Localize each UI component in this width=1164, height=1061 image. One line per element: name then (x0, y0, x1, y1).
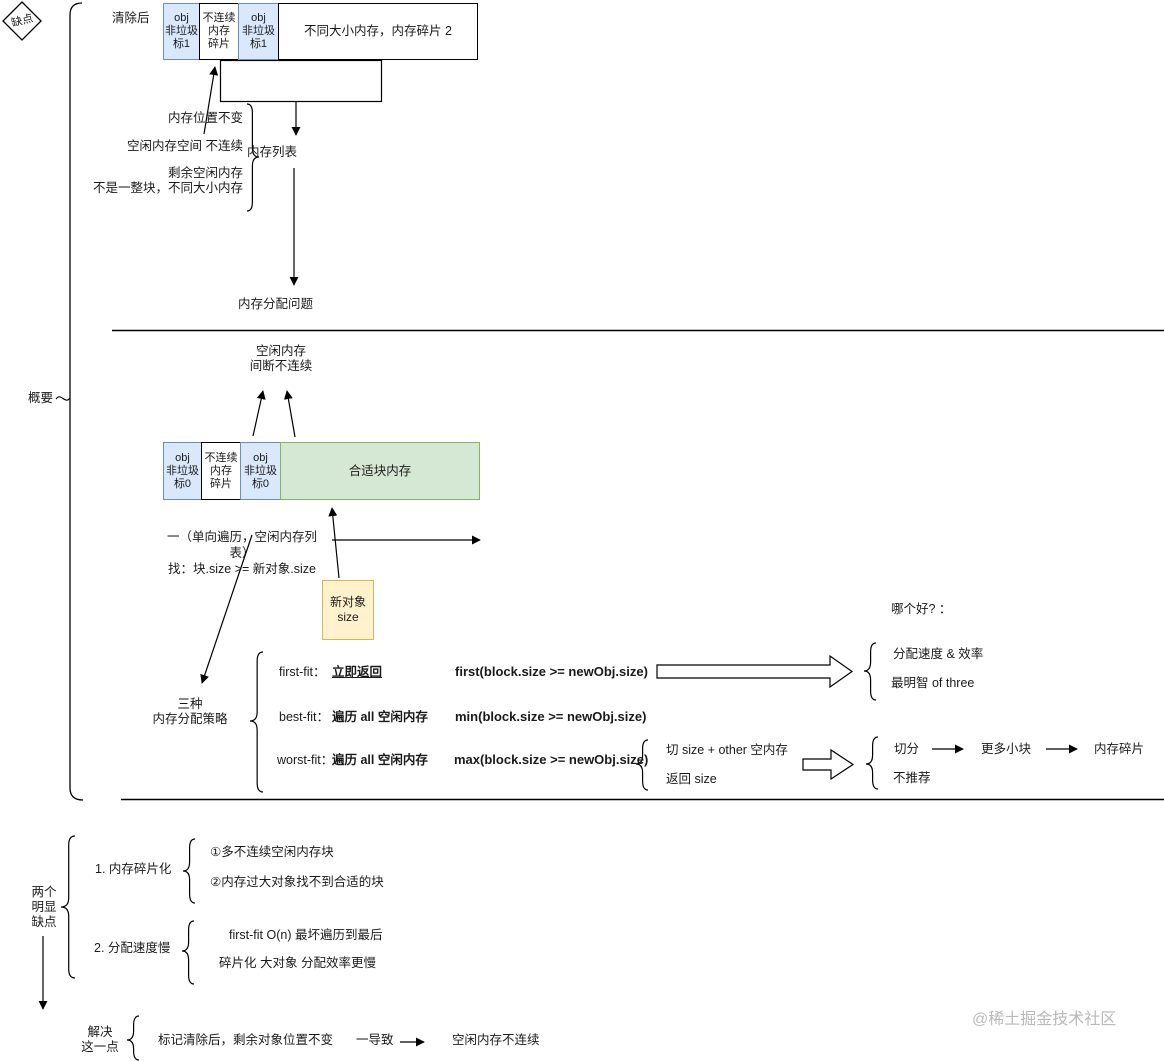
after-sweep-label: 清除后 (112, 11, 150, 25)
slow-alloc-point-2: 碎片化 大对象 分配效率更慢 (219, 956, 376, 970)
which-better-label: 哪个好? ： (891, 602, 952, 616)
note-position-unchanged: 内存位置不变 (167, 111, 243, 125)
memory-list-label: 内存列表 (247, 145, 298, 159)
chain-verdict: 不推荐 (893, 771, 931, 785)
slow-alloc-point-1: first-fit O(n) 最坏遍历到最后 (229, 928, 383, 942)
obj-block-3: obj 非垃圾 标0 (163, 442, 202, 500)
brace-firstfit-pros (863, 642, 877, 701)
solve-label: 解决 这一点 (81, 1025, 119, 1054)
bestfit-name: best-fit： (279, 710, 330, 724)
brace-fragmentation (182, 838, 196, 904)
memory-row-middle: obj 非垃圾 标0 不连续 内存 碎片 obj 非垃圾 标0 合适块内存 (163, 442, 480, 500)
arrow-newobject-to-fit-block (328, 507, 340, 579)
arrow-note-to-frag-block (203, 66, 219, 135)
obj-block-4: obj 非垃圾 标0 (240, 442, 281, 500)
arrow-frag-to-free-note (252, 390, 266, 437)
brace-notes (246, 103, 260, 212)
brace-solve (126, 1015, 140, 1061)
firstfit-pro-2: 最明智 of three (891, 676, 975, 690)
fit-block: 合适块内存 (280, 442, 480, 500)
watermark: @稀土掘金技术社区 (972, 1011, 1117, 1028)
strategies-label: 三种 内存分配策略 (152, 697, 228, 726)
worstfit-detail-2: 返回 size (666, 772, 717, 786)
defect-diamond (2, 1, 42, 41)
solve-effect: 空闲内存不连续 (452, 1033, 540, 1047)
firstfit-expr: first(block.size >= newObj.size) (455, 664, 648, 679)
new-object-box: 新对象 size (322, 580, 374, 640)
slow-alloc-title: 2. 分配速度慢 (94, 941, 171, 955)
overview-bracket (69, 2, 84, 801)
fragmentation-point-1: ①多不连续空闲内存块 (210, 845, 334, 859)
arrow-to-strategies-label (200, 534, 253, 684)
brace-slow-alloc (181, 920, 195, 985)
firstfit-action: 立即返回 (332, 665, 383, 679)
worstfit-detail-1: 切 size + other 空内存 (666, 743, 788, 757)
obj-block-1: obj 非垃圾 标1 (163, 3, 200, 60)
arrow-obj-to-free-note (283, 390, 296, 438)
fragmentation-title: 1. 内存碎片化 (95, 862, 172, 876)
bestfit-action: 遍历 all 空闲内存 (332, 710, 428, 724)
brace-worstfit-chain (865, 736, 879, 790)
brace-drawbacks (60, 835, 76, 979)
overview-bracket-connector (55, 396, 71, 401)
overview-label: 概要 (28, 391, 54, 405)
chain-cut: 切分 (894, 742, 920, 756)
fragment-block-2: 不连续 内存 碎片 (201, 442, 241, 500)
note-remaining-memory: 剩余空闲内存 不是一整块，不同大小内存 (93, 166, 244, 195)
different-size-note-block: 不同大小内存，内存碎片 2 (278, 3, 478, 60)
memory-list-rect (219, 59, 383, 103)
allocation-problem-label: 内存分配问题 (238, 297, 314, 311)
firstfit-name: first-fit： (279, 665, 326, 679)
traverse-note: 一（单向遍历，空闲内存列表） 找：块.size >= 新对象.size (166, 530, 317, 576)
chain-small-blocks: 更多小块 (981, 742, 1032, 756)
fragment-block: 不连续 内存 碎片 (199, 3, 239, 60)
worstfit-name: worst-fit： (277, 753, 334, 767)
brace-worstfit-detail (635, 739, 649, 791)
worstfit-expr: max(block.size >= newObj.size) (454, 752, 649, 767)
solve-cause: 标记清除后，剩余对象位置不变 (158, 1033, 334, 1047)
firstfit-pro-1: 分配速度 & 效率 (893, 647, 984, 661)
worstfit-action: 遍历 all 空闲内存 (332, 753, 428, 767)
solve-lead: 一导致 (356, 1033, 394, 1047)
chain-fragments: 内存碎片 (1094, 742, 1145, 756)
note-free-discontinuous: 空闲内存空间 不连续 (127, 139, 243, 153)
hollow-arrow-firstfit (656, 654, 854, 689)
memory-row-top: obj 非垃圾 标1 不连续 内存 碎片 obj 非垃圾 标1 不同大小内存，内… (163, 3, 478, 60)
drawbacks-label: 两个 明显 缺点 (31, 885, 57, 929)
bestfit-expr: min(block.size >= newObj.size) (455, 709, 647, 724)
brace-strategies (249, 651, 264, 793)
free-memory-note: 空闲内存 间断不连续 (249, 344, 313, 373)
hollow-arrow-worstfit (802, 748, 855, 781)
obj-block-2: obj 非垃圾 标1 (238, 3, 279, 60)
fragmentation-point-2: ②内存过大对象找不到合适的块 (210, 875, 384, 889)
